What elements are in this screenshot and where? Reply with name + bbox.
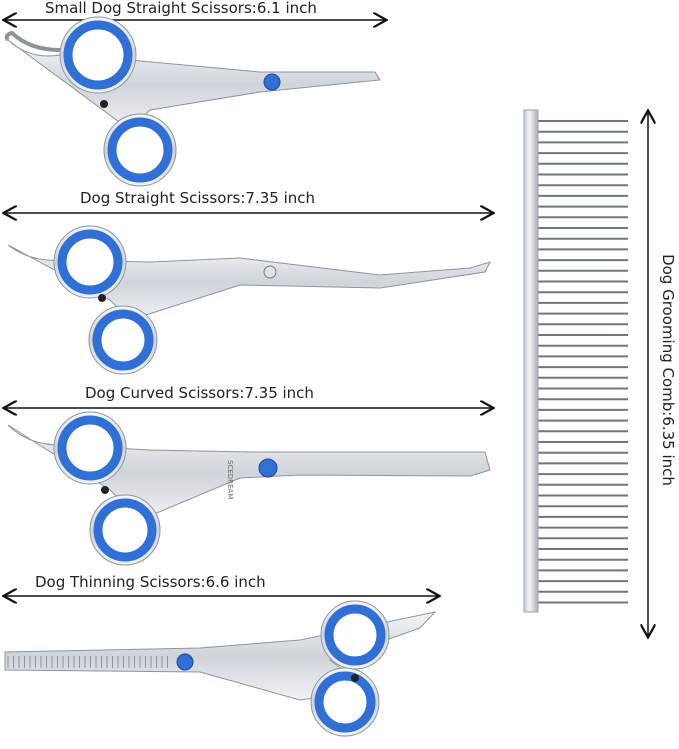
- curved-scissors: SCEDREAM: [7, 411, 491, 566]
- grooming-comb: [523, 109, 628, 613]
- thinning-scissors: [4, 600, 437, 737]
- straight-scissors: [7, 225, 491, 375]
- comb-teeth: [536, 120, 628, 604]
- thinning-teeth: [7, 656, 168, 668]
- curved-scissors-label: Dog Curved Scissors:7.35 inch: [85, 384, 314, 402]
- thinning-scissors-label: Dog Thinning Scissors:6.6 inch: [35, 573, 266, 591]
- small-straight-scissors: [4, 16, 381, 187]
- straight-scissors-label: Dog Straight Scissors:7.35 inch: [80, 189, 315, 207]
- brand-engraving: SCEDREAM: [226, 460, 234, 499]
